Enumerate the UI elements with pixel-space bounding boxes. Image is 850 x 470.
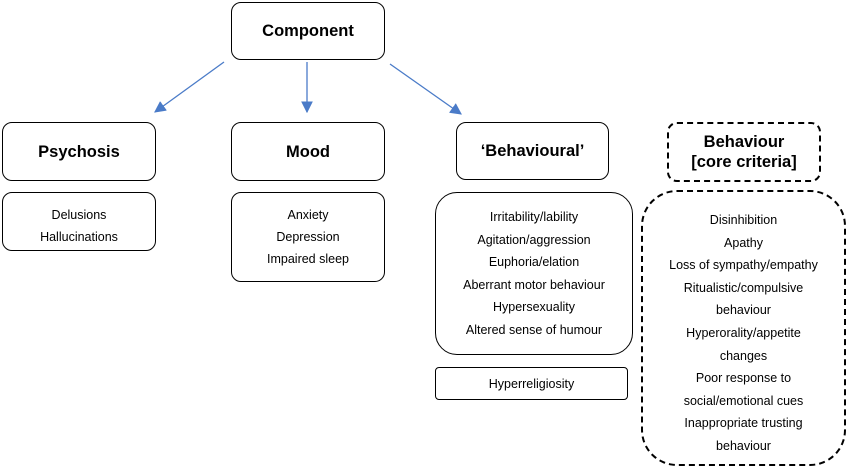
list-item: Anxiety xyxy=(287,208,329,222)
component-label: Component xyxy=(262,22,354,40)
behaviour-core-subtitle: [core criteria] xyxy=(691,153,797,171)
list-item: Inappropriate trusting xyxy=(684,416,803,431)
list-item: Euphoria/elation xyxy=(488,255,580,269)
list-item: Loss of sympathy/empathy xyxy=(669,258,818,273)
behaviour-core-title: Behaviour xyxy=(703,133,785,151)
mood-title: Mood xyxy=(286,142,330,161)
list-item: Poor response to xyxy=(695,371,792,386)
mood-header-box: Mood xyxy=(231,122,385,181)
hyperreligiosity-box: Hyperreligiosity xyxy=(435,367,628,400)
list-item: Delusions xyxy=(51,208,107,222)
list-item: Altered sense of humour xyxy=(465,322,603,337)
list-item: Hypersexuality xyxy=(493,300,575,314)
psychosis-header-box: Psychosis xyxy=(2,122,156,181)
list-item: Disinhibition xyxy=(709,213,778,227)
list-item: Irritability/lability xyxy=(489,210,579,224)
list-item: changes xyxy=(719,348,768,363)
list-item: Agitation/aggression xyxy=(477,232,591,247)
list-item: Aberrant motor behaviour xyxy=(463,277,605,292)
list-item: Hyperorality/appetite xyxy=(686,325,801,340)
list-item: behaviour xyxy=(716,303,771,318)
arrow-to-behavioural xyxy=(389,63,462,115)
behaviour-core-items-box: Disinhibition Apathy Loss of sympathy/em… xyxy=(641,190,846,466)
behaviour-core-header-box: Behaviour [core criteria] xyxy=(667,122,821,182)
list-item: Apathy xyxy=(724,235,763,250)
behavioural-items-box: Irritability/lability Agitation/aggressi… xyxy=(435,192,633,355)
psychosis-title: Psychosis xyxy=(38,142,120,161)
component-box: Component xyxy=(231,2,385,60)
list-item: Impaired sleep xyxy=(267,252,349,266)
list-item: Hallucinations xyxy=(40,230,118,244)
arrow-to-psychosis xyxy=(154,61,225,113)
psychosis-items-box: Delusions Hallucinations xyxy=(2,192,156,251)
list-item: Ritualistic/compulsive xyxy=(683,280,804,295)
mood-items-box: Anxiety Depression Impaired sleep xyxy=(231,192,385,282)
list-item: social/emotional cues xyxy=(683,393,804,408)
list-item: Hyperreligiosity xyxy=(488,376,575,391)
list-item: behaviour xyxy=(716,438,771,453)
behavioural-header-box: ‘Behavioural’ xyxy=(456,122,609,180)
behavioural-title: ‘Behavioural’ xyxy=(480,142,585,160)
list-item: Depression xyxy=(276,230,340,244)
